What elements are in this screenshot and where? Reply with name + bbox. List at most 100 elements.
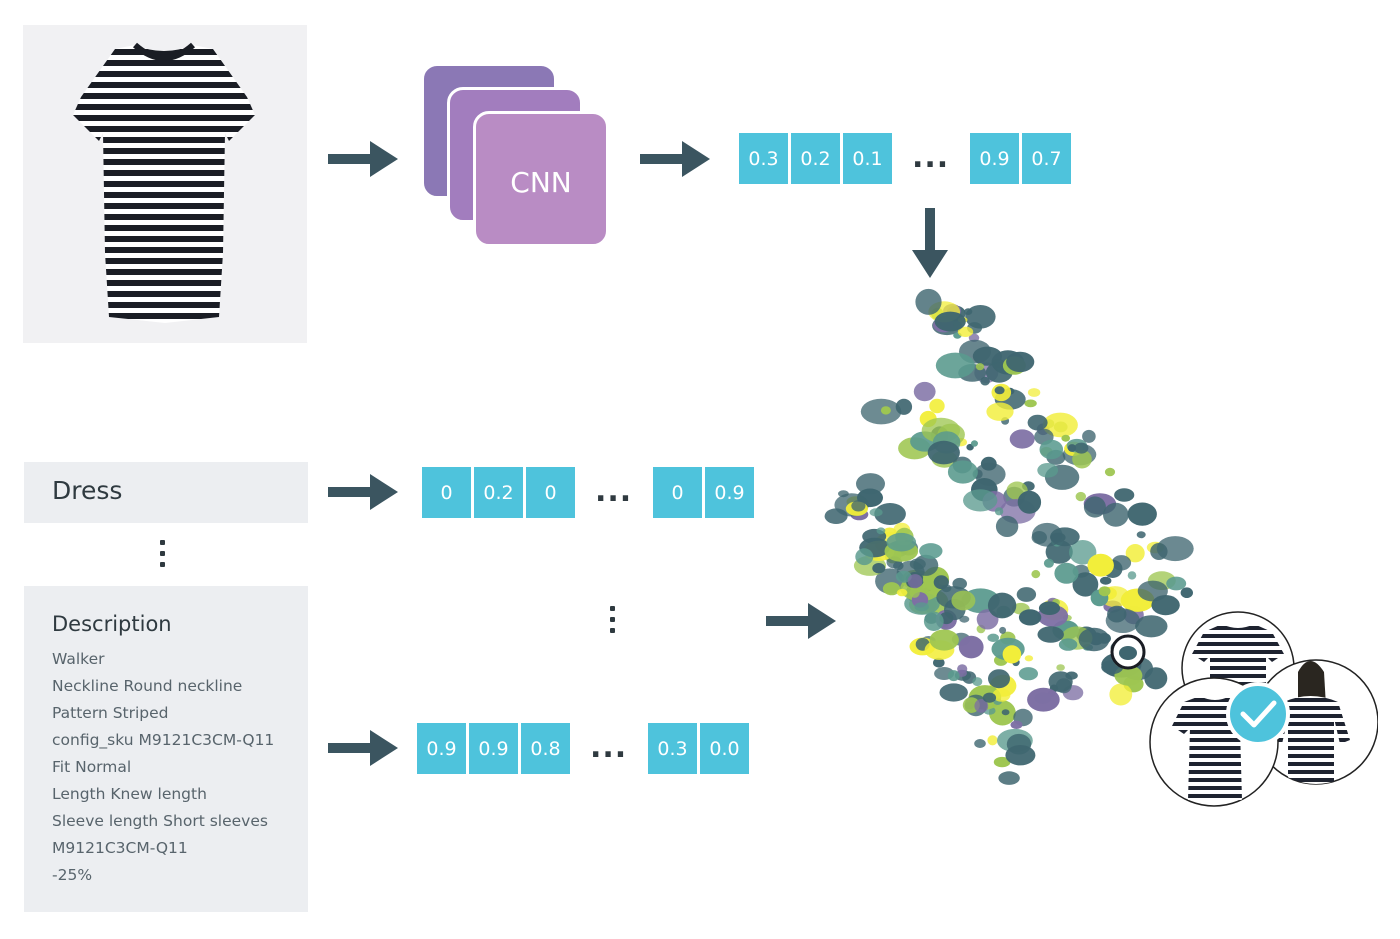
vector-cell: 0 — [526, 467, 575, 518]
scatter-point — [886, 532, 917, 552]
scatter-point — [933, 657, 945, 668]
scatter-point — [874, 503, 906, 525]
description-line: Walker — [52, 650, 105, 668]
description-line: Pattern Striped — [52, 704, 169, 722]
scatter-point — [1018, 667, 1038, 681]
scatter-point — [1069, 540, 1097, 565]
scatter-point — [1075, 491, 1086, 502]
scatter-point — [982, 692, 997, 703]
result-person-image — [1253, 659, 1378, 785]
scatter-point — [1024, 399, 1037, 408]
title-attribute-label: Dress — [52, 476, 123, 505]
scatter-point — [994, 507, 1004, 516]
scatter-point — [987, 592, 1017, 619]
scatter-point — [987, 633, 999, 642]
description-line: Fit Normal — [52, 758, 132, 776]
description-line: -25% — [52, 866, 93, 884]
vector-cell: 0.8 — [521, 723, 570, 774]
vector-ellipsis: ... — [595, 474, 633, 509]
arrow-right-icon — [328, 730, 398, 766]
scatter-point — [1078, 627, 1110, 652]
arrow-right-icon — [640, 141, 710, 177]
scatter-point — [907, 574, 923, 589]
scatter-point — [1137, 580, 1168, 602]
title-vector-end: 0 0.9 — [653, 467, 754, 518]
scatter-point — [929, 629, 959, 651]
cnn-label: CNN — [510, 166, 572, 199]
scatter-point — [1042, 412, 1078, 438]
scatter-point — [972, 677, 983, 687]
arrow-right-icon — [766, 603, 836, 639]
scatter-point — [1037, 626, 1064, 643]
scatter-point — [860, 398, 902, 425]
scatter-point — [1103, 502, 1129, 527]
scatter-point — [914, 602, 929, 612]
scatter-point — [974, 462, 1006, 486]
scatter-point — [1031, 570, 1041, 579]
scatter-point — [1032, 522, 1063, 547]
vector-cell: 0.0 — [700, 723, 749, 774]
title-vector-start: 0 0.2 0 — [422, 467, 575, 518]
scatter-point — [923, 611, 944, 631]
scatter-point — [980, 376, 990, 386]
vector-cell: 0.9 — [970, 133, 1019, 184]
scatter-point — [1072, 572, 1099, 597]
scatter-point — [1136, 531, 1146, 539]
vertical-ellipsis-icon — [160, 540, 166, 573]
scatter-point — [995, 515, 1019, 537]
similar-items-result — [1149, 611, 1378, 807]
scatter-point — [958, 635, 984, 659]
check-icon — [1226, 682, 1290, 746]
vector-cell: 0 — [422, 467, 471, 518]
scatter-point — [909, 587, 920, 598]
scatter-point — [1083, 496, 1106, 518]
scatter-point — [869, 508, 883, 517]
vector-cell: 0.9 — [417, 723, 466, 774]
scatter-point — [974, 739, 986, 748]
scatter-point — [957, 664, 968, 674]
scatter-point — [913, 381, 936, 402]
scatter-point — [1127, 502, 1157, 526]
vector-cell: 0.1 — [843, 133, 892, 184]
scatter-point — [934, 311, 966, 332]
description-attribute-panel: Description Walker Neckline Round neckli… — [24, 586, 308, 912]
scatter-point — [876, 527, 886, 535]
scatter-point — [915, 288, 942, 315]
description-line: Neckline Round neckline — [52, 677, 243, 695]
scatter-point — [1001, 709, 1010, 716]
scatter-point — [1027, 414, 1048, 431]
scatter-point — [1156, 536, 1194, 562]
image-vector-start: 0.3 0.2 0.1 — [739, 133, 892, 184]
scatter-point — [1018, 609, 1042, 626]
description-line: Sleeve length Short sleeves — [52, 812, 268, 830]
scatter-point — [1114, 488, 1135, 502]
description-lines: Walker Neckline Round neckline Pattern S… — [52, 648, 274, 891]
scatter-point — [939, 683, 968, 702]
scatter-point — [1180, 587, 1193, 598]
scatter-point — [947, 460, 978, 484]
scatter-point — [994, 386, 1005, 395]
scatter-point — [919, 543, 943, 559]
scatter-point — [1006, 351, 1035, 373]
cnn-stack: CNN — [421, 63, 621, 258]
scatter-point — [1127, 571, 1137, 580]
vector-ellipsis: ... — [590, 730, 628, 765]
scatter-point — [1072, 449, 1092, 469]
scatter-point — [992, 688, 1011, 702]
scatter-point — [993, 756, 1011, 768]
scatter-point — [1024, 655, 1034, 662]
scatter-point — [951, 590, 976, 611]
title-attribute-panel: Dress — [24, 462, 308, 523]
scatter-point — [1100, 576, 1112, 585]
scatter-point — [1043, 558, 1054, 568]
scatter-point — [1058, 638, 1078, 651]
scatter-point — [935, 352, 975, 379]
scatter-point — [1125, 544, 1145, 563]
scatter-point — [971, 440, 978, 447]
image-vector-end: 0.9 0.7 — [970, 133, 1071, 184]
vertical-ellipsis-icon — [610, 606, 616, 639]
scatter-point — [963, 489, 998, 512]
scatter-point — [1074, 442, 1089, 454]
scatter-point — [1061, 434, 1070, 442]
product-image — [23, 25, 307, 343]
